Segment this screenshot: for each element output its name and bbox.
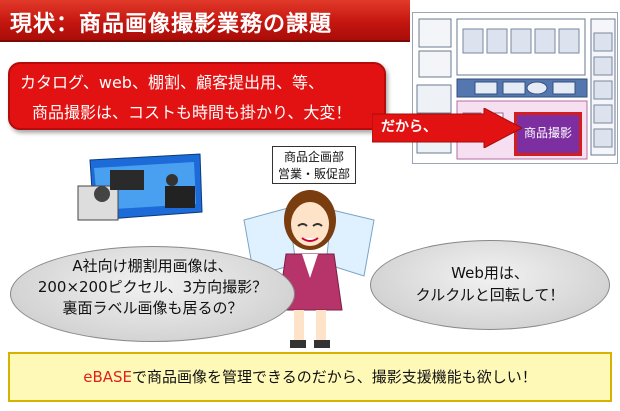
right-bubble-line-1: Web用は、 (451, 264, 529, 282)
right-bubble-line-2: クルクルと回転して！ (415, 286, 565, 304)
department-line-1: 商品企画部 (283, 150, 344, 164)
confused-staff-illustration (243, 190, 375, 348)
left-bubble-line-2: 200×200ピクセル、3方向撮影？ (37, 278, 268, 296)
problem-line-2: 商品撮影は、コストも時間も掛かり、大変！ (32, 103, 352, 122)
arrow-right-icon (372, 108, 522, 148)
page-title: 現状：商品画像撮影業務の課題 (10, 12, 333, 37)
arrow-label: だから、 (381, 119, 437, 135)
department-label-box (272, 146, 356, 184)
left-bubble-line-3: 裏面ラベル画像も居るの？ (62, 299, 243, 317)
left-bubble-line-1: A社向け棚割用画像は、 (72, 257, 233, 275)
ebase-brand-text: eBASE (83, 368, 133, 386)
problem-box (8, 62, 386, 130)
department-line-2: 営業・販促部 (277, 167, 350, 181)
product-photography-box (514, 112, 582, 156)
conclusion-body: で商品画像を管理できるのだから、撮影支援機能も欲しい！ (132, 368, 537, 386)
product-photography-label: 商品撮影 (523, 126, 572, 140)
conclusion-box (8, 352, 612, 402)
title-bar (0, 0, 410, 42)
problem-line-1: カタログ、web、棚割、顧客提出用、等、 (20, 73, 324, 92)
conclusion-text: eBASEで商品画像を管理できるのだから、撮影支援機能も欲しい！ (8, 366, 612, 387)
left-speech-bubble (10, 246, 295, 342)
photographer-illustration (77, 153, 203, 221)
right-speech-bubble (370, 240, 610, 330)
